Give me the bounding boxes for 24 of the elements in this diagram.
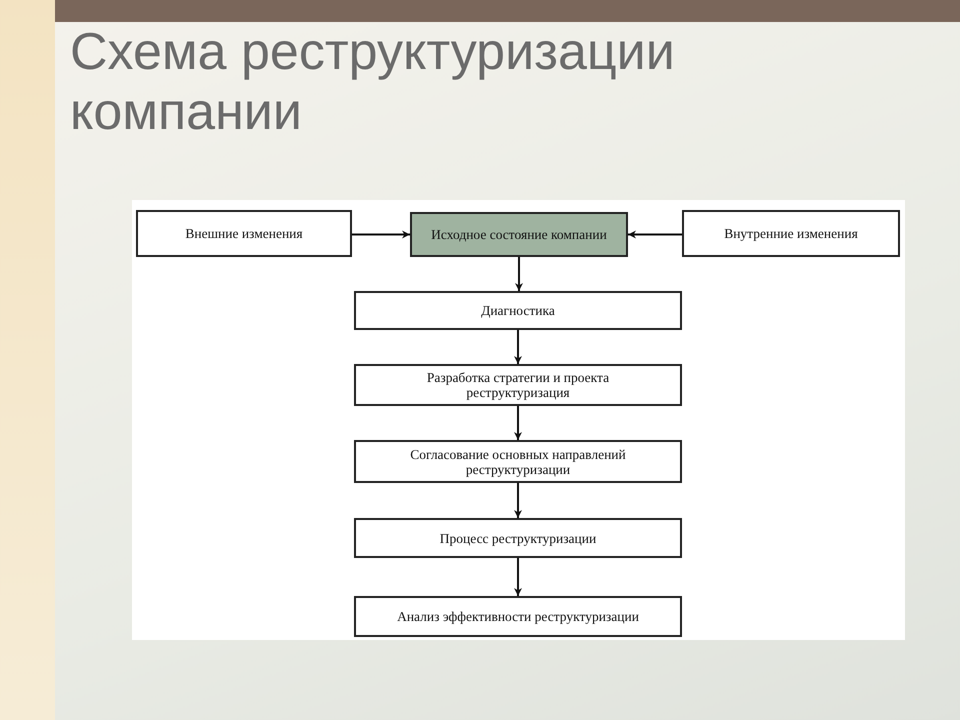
arrow [514, 406, 522, 440]
process-box [682, 210, 900, 257]
arrow [514, 483, 522, 518]
arrow [514, 558, 522, 596]
process-box [354, 291, 682, 330]
arrow [515, 257, 523, 291]
box-label: Разработка стратегии и проекта реструктуризация [426, 370, 610, 400]
box-label: Процесс реструктуризации [438, 530, 598, 546]
box-label: Внешние изменения [184, 226, 304, 241]
arrow [628, 230, 682, 238]
process-box [136, 210, 352, 257]
process-box [354, 364, 682, 406]
process-box [354, 518, 682, 558]
box-label: Анализ эффективности реструктуризации [396, 609, 640, 624]
box-label: Внутренние изменения [723, 226, 859, 241]
process-box [410, 212, 628, 257]
process-box [354, 596, 682, 637]
arrow [352, 230, 410, 238]
slide-title: Схема реструктуризации компании [70, 22, 676, 142]
box-label: Согласование основных направлений реструктуризации [409, 446, 627, 476]
process-box [354, 440, 682, 483]
arrow [514, 330, 522, 364]
box-label: Диагностика [480, 303, 556, 318]
box-label: Исходное состояние компании [430, 227, 608, 242]
